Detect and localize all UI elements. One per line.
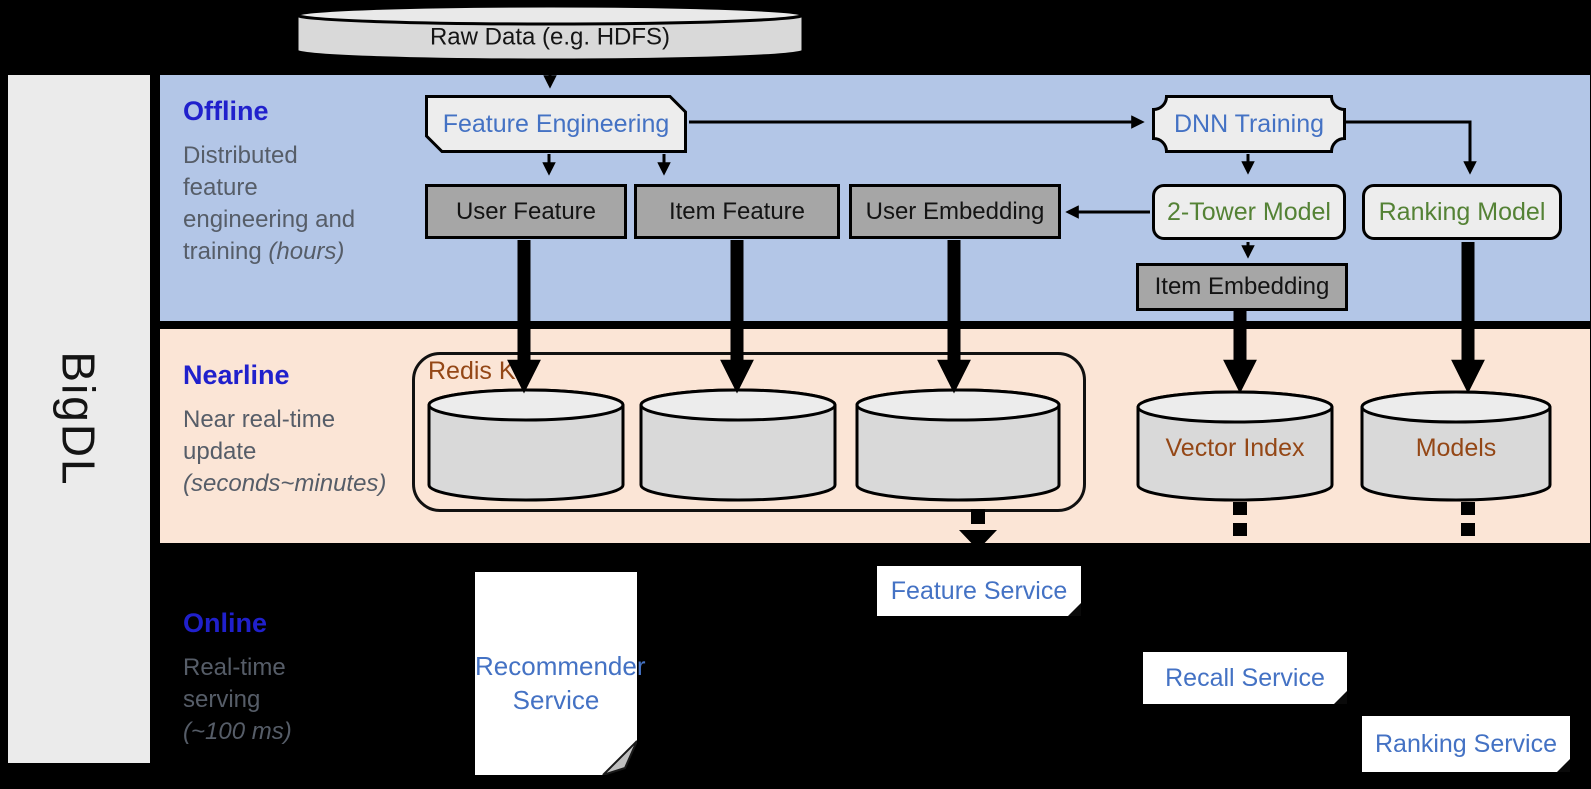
dnn-training-node: DNN Training <box>1152 95 1346 153</box>
nearline-section-label: Nearline Near real-time update (seconds~… <box>183 360 423 500</box>
cylinder-shape <box>1360 390 1552 502</box>
cylinder-shape <box>1136 390 1334 502</box>
redis-cylinder-2 <box>639 388 837 502</box>
redis-cylinder-3 <box>855 388 1061 502</box>
nearline-subtitle-line: update <box>183 438 257 465</box>
item-embedding-node: Item Embedding <box>1136 263 1348 311</box>
offline-title: Offline <box>183 96 269 126</box>
user-feature-label: User Feature <box>455 197 597 225</box>
feature-service-label: Feature Service <box>890 576 1068 605</box>
feature-service-node: Feature Service <box>877 566 1081 616</box>
cylinder-shape <box>427 388 625 502</box>
online-subtitle-line: (~100 ms) <box>183 718 292 745</box>
two-tower-model-label: 2-Tower Model <box>1167 197 1331 226</box>
online-section-label: Online Real-time serving (~100 ms) <box>183 608 423 748</box>
ranking-service-label: Ranking Service <box>1374 729 1558 758</box>
vector-index-label: Vector Index <box>1165 433 1305 462</box>
redis-cylinder-1 <box>427 388 625 502</box>
models-cylinder: Models <box>1360 390 1552 502</box>
online-subtitle-line: Real-time <box>183 654 286 681</box>
recommender-service-label: Recommender Service <box>475 651 646 716</box>
bigdl-sidebar: BigDL <box>8 75 150 763</box>
offline-subtitle-line: feature <box>183 174 258 201</box>
online-title: Online <box>183 608 268 638</box>
cylinder-shape <box>295 4 805 62</box>
folded-corner <box>1557 759 1570 772</box>
nearline-subtitle-line: (seconds~minutes) <box>183 470 387 497</box>
folded-corner <box>1068 603 1081 616</box>
offline-subtitle-line: training (hours) <box>183 238 345 265</box>
feature-engineering-label: Feature Engineering <box>442 109 670 138</box>
recall-service-label: Recall Service <box>1165 663 1325 692</box>
item-embedding-label: Item Embedding <box>1154 273 1330 300</box>
user-embedding-node: User Embedding <box>849 184 1061 239</box>
redis-kv-container <box>412 352 1086 512</box>
bigdl-logo-text: BigDL <box>52 351 105 487</box>
online-subtitle-line: serving <box>183 686 261 713</box>
cylinder-shape <box>639 388 837 502</box>
item-feature-node: Item Feature <box>634 184 840 239</box>
nearline-subtitle-line: Near real-time <box>183 406 336 433</box>
user-feature-node: User Feature <box>425 184 627 239</box>
vector-index-cylinder: Vector Index <box>1136 390 1334 502</box>
ranking-service-node: Ranking Service <box>1362 716 1570 772</box>
raw-data-cylinder: Raw Data (e.g. HDFS) <box>295 4 805 62</box>
plaque-shape <box>1152 95 1346 153</box>
models-label: Models <box>1415 433 1497 462</box>
document-shape <box>475 572 637 775</box>
redis-kv-label: Redis KV <box>428 357 533 385</box>
user-embedding-label: User Embedding <box>865 197 1045 225</box>
ranking-model-node: Ranking Model <box>1362 184 1562 240</box>
nearline-title: Nearline <box>183 360 290 390</box>
offline-subtitle-line: engineering and <box>183 206 356 233</box>
snip-corner-shape <box>425 95 687 153</box>
two-tower-model-node: 2-Tower Model <box>1152 184 1346 240</box>
dnn-training-label: DNN Training <box>1173 109 1325 138</box>
item-feature-label: Item Feature <box>668 197 806 225</box>
raw-data-label: Raw Data (e.g. HDFS) <box>429 23 671 51</box>
recall-service-node: Recall Service <box>1143 652 1347 704</box>
ranking-model-label: Ranking Model <box>1378 197 1546 226</box>
feature-engineering-node: Feature Engineering <box>425 95 687 153</box>
folded-corner <box>1334 691 1347 704</box>
cylinder-shape <box>855 388 1061 502</box>
offline-section-label: Offline Distributed feature engineering … <box>183 96 423 268</box>
recommender-service-node: Recommender Service <box>475 572 646 775</box>
offline-subtitle-line: Distributed <box>183 142 298 169</box>
